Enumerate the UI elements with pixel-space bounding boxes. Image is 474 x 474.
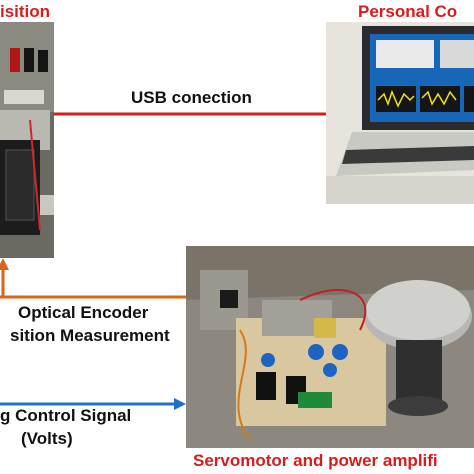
daq-title: isition <box>0 2 51 21</box>
usb-connection-label: USB conection <box>131 88 252 107</box>
control-signal-label-line1: g Control Signal <box>0 406 132 425</box>
pc-title: Personal Co <box>358 2 458 21</box>
control-signal-arrowhead <box>174 398 186 410</box>
servo-title: Servomotor and power amplifi <box>193 451 438 470</box>
control-signal-label-line2: (Volts) <box>21 429 73 448</box>
servo-photo <box>186 246 474 448</box>
laptop-photo <box>326 22 474 204</box>
daq-photo <box>0 22 54 258</box>
encoder-label-line2: sition Measurement <box>10 326 170 345</box>
encoder-label-line1: Optical Encoder <box>18 303 149 322</box>
encoder-arrowhead <box>0 258 9 270</box>
